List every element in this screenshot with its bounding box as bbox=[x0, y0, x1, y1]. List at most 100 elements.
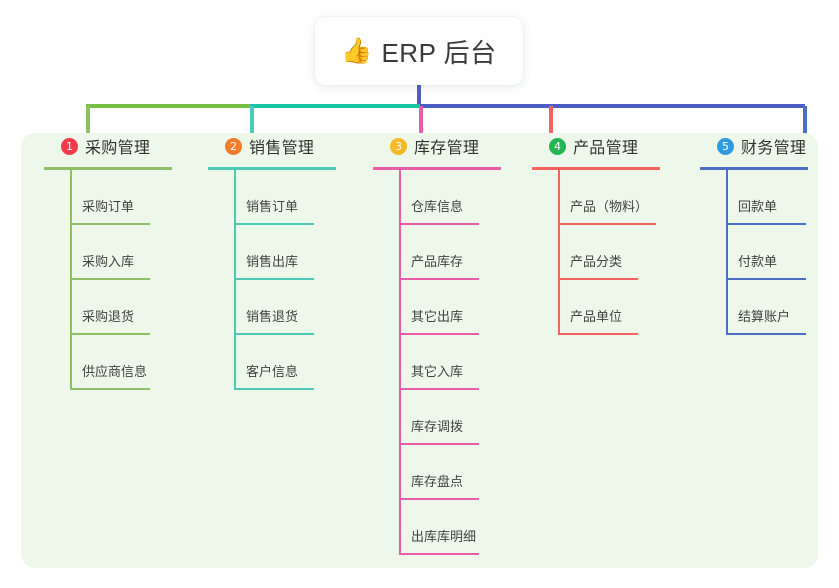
leaf-rule bbox=[558, 223, 656, 225]
leaf-item[interactable]: 产品分类 bbox=[532, 225, 692, 280]
leaf-item[interactable]: 其它入库 bbox=[373, 335, 533, 390]
leaf-item[interactable]: 付款单 bbox=[700, 225, 839, 280]
leaf-rule bbox=[726, 278, 806, 280]
leaf-rule bbox=[234, 278, 314, 280]
leaf-label: 结算账户 bbox=[738, 309, 791, 324]
leaf-item[interactable]: 采购退货 bbox=[44, 280, 204, 335]
leaf-rule bbox=[70, 333, 150, 335]
leaf-label: 仓库信息 bbox=[411, 199, 464, 214]
leaf-label: 采购退货 bbox=[82, 309, 135, 324]
leaf-rule bbox=[70, 278, 150, 280]
leaf-rule bbox=[399, 388, 479, 390]
leaf-item[interactable]: 产品库存 bbox=[373, 225, 533, 280]
leaf-rule bbox=[70, 388, 150, 390]
leaf-label: 其它入库 bbox=[411, 364, 464, 379]
leaf-item[interactable]: 回款单 bbox=[700, 170, 839, 225]
leaf-item[interactable]: 产品（物料） bbox=[532, 170, 692, 225]
leaf-item[interactable]: 其它出库 bbox=[373, 280, 533, 335]
leaf-item[interactable]: 结算账户 bbox=[700, 280, 839, 335]
leaf-label: 产品库存 bbox=[411, 254, 464, 269]
column-spine-5 bbox=[726, 170, 728, 335]
column-header-4[interactable]: 4 产品管理 bbox=[532, 133, 692, 159]
thumbs-up-icon: 👍 bbox=[341, 36, 373, 65]
leaf-label: 供应商信息 bbox=[82, 364, 148, 379]
leaf-item[interactable]: 供应商信息 bbox=[44, 335, 204, 390]
column-underline-5 bbox=[700, 167, 808, 170]
connector-stem-top bbox=[417, 85, 421, 108]
leaf-item[interactable]: 采购入库 bbox=[44, 225, 204, 280]
leaf-label: 产品（物料） bbox=[570, 199, 649, 214]
column-spine-3 bbox=[399, 170, 401, 555]
root-title-card[interactable]: 👍 ERP 后台 bbox=[315, 17, 523, 85]
column-leaf-list-1: 采购订单采购入库采购退货供应商信息 bbox=[44, 170, 204, 390]
column-spine-1 bbox=[70, 170, 72, 390]
connector-drop-1 bbox=[86, 106, 90, 136]
leaf-label: 客户信息 bbox=[246, 364, 299, 379]
leaf-label: 销售退货 bbox=[246, 309, 299, 324]
connector-bar-green bbox=[86, 104, 250, 108]
column-title-2: 销售管理 bbox=[249, 140, 315, 157]
column-header-5[interactable]: 5 财务管理 bbox=[700, 133, 839, 159]
leaf-rule bbox=[399, 333, 479, 335]
column-1: 1 采购管理采购订单采购入库采购退货供应商信息 bbox=[44, 133, 204, 390]
page-title: ERP 后台 bbox=[381, 37, 497, 68]
column-leaf-list-4: 产品（物料） 产品分类产品单位 bbox=[532, 170, 692, 335]
leaf-item[interactable]: 库存调拨 bbox=[373, 390, 533, 445]
column-leaf-list-2: 销售订单销售出库销售退货客户信息 bbox=[208, 170, 368, 390]
column-spine-2 bbox=[234, 170, 236, 390]
leaf-rule bbox=[558, 278, 638, 280]
leaf-item[interactable]: 库存盘点 bbox=[373, 445, 533, 500]
leaf-label: 产品分类 bbox=[570, 254, 623, 269]
leaf-rule bbox=[399, 278, 479, 280]
leaf-rule bbox=[399, 443, 479, 445]
leaf-label: 库存盘点 bbox=[411, 474, 464, 489]
leaf-label: 其它出库 bbox=[411, 309, 464, 324]
column-underline-2 bbox=[208, 167, 336, 170]
connector-bar-teal bbox=[250, 104, 420, 108]
column-leaf-list-3: 仓库信息产品库存其它出库其它入库库存调拨库存盘点出库库明细 bbox=[373, 170, 533, 555]
leaf-label: 库存调拨 bbox=[411, 419, 464, 434]
column-badge-5: 5 bbox=[717, 137, 734, 155]
column-title-4: 产品管理 bbox=[573, 140, 639, 157]
leaf-item[interactable]: 销售订单 bbox=[208, 170, 368, 225]
leaf-item[interactable]: 产品单位 bbox=[532, 280, 692, 335]
root-title-inner: 👍 ERP 后台 bbox=[341, 33, 496, 70]
leaf-item[interactable]: 采购订单 bbox=[44, 170, 204, 225]
leaf-item[interactable]: 销售出库 bbox=[208, 225, 368, 280]
column-underline-3 bbox=[373, 167, 501, 170]
column-header-1[interactable]: 1 采购管理 bbox=[44, 133, 204, 159]
column-title-5: 财务管理 bbox=[741, 140, 807, 157]
leaf-rule bbox=[234, 333, 314, 335]
leaf-rule bbox=[726, 333, 806, 335]
column-underline-4 bbox=[532, 167, 660, 170]
column-title-1: 采购管理 bbox=[85, 140, 151, 157]
leaf-item[interactable]: 客户信息 bbox=[208, 335, 368, 390]
leaf-rule bbox=[234, 388, 314, 390]
connector-drop-4 bbox=[549, 106, 553, 136]
column-underline-1 bbox=[44, 167, 172, 170]
leaf-label: 销售出库 bbox=[246, 254, 299, 269]
leaf-label: 付款单 bbox=[738, 254, 778, 269]
leaf-rule bbox=[558, 333, 638, 335]
connector-bar-blue bbox=[420, 104, 805, 108]
leaf-rule bbox=[399, 223, 479, 225]
column-badge-4: 4 bbox=[549, 137, 566, 155]
leaf-rule bbox=[399, 498, 479, 500]
connector-drop-2 bbox=[250, 106, 254, 136]
column-badge-1: 1 bbox=[61, 137, 78, 155]
connector-drop-3 bbox=[419, 106, 423, 136]
leaf-label: 产品单位 bbox=[570, 309, 623, 324]
column-4: 4 产品管理产品（物料） 产品分类产品单位 bbox=[532, 133, 692, 335]
leaf-label: 回款单 bbox=[738, 199, 778, 214]
leaf-item[interactable]: 销售退货 bbox=[208, 280, 368, 335]
leaf-rule bbox=[726, 223, 806, 225]
leaf-item[interactable]: 仓库信息 bbox=[373, 170, 533, 225]
leaf-rule bbox=[70, 223, 150, 225]
leaf-item[interactable]: 出库库明细 bbox=[373, 500, 533, 555]
leaf-rule bbox=[399, 553, 479, 555]
